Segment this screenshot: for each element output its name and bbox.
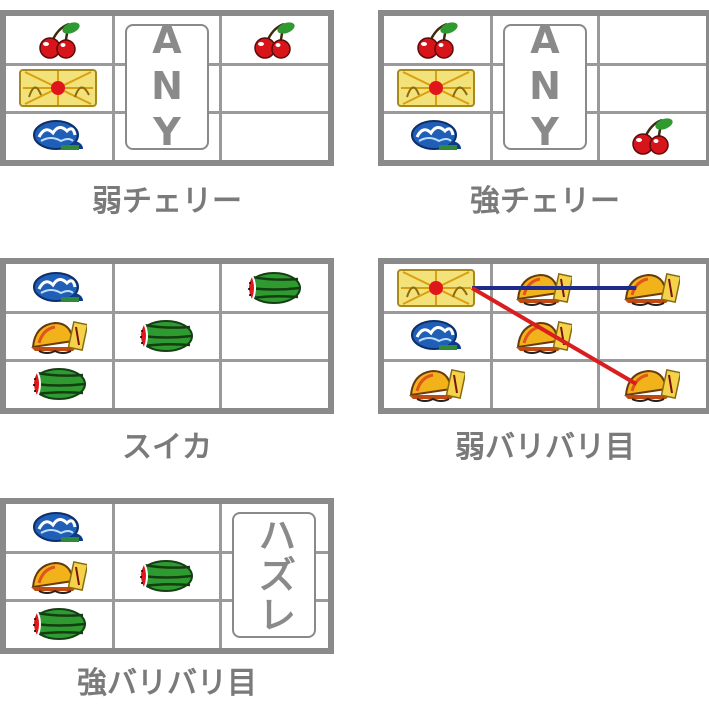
cherry-icon <box>599 112 703 160</box>
wave-icon <box>384 312 488 360</box>
watermelon-icon <box>221 264 325 312</box>
row-divider <box>6 598 328 602</box>
helmet-icon <box>599 264 703 312</box>
reel-grid: ANY <box>0 10 334 166</box>
reel-grid <box>0 258 334 414</box>
helmet-icon <box>6 312 110 360</box>
panel-label: 強バリバリ目 <box>77 666 257 701</box>
reel-tag-text: ANY <box>144 18 189 156</box>
helmet-icon <box>599 360 703 408</box>
row-divider <box>6 358 328 362</box>
wave-icon <box>384 112 488 160</box>
reel-tag: ANY <box>124 18 209 156</box>
panel-label: スイカ <box>122 430 212 465</box>
watermelon-icon <box>6 360 110 408</box>
wave-icon <box>6 504 110 552</box>
reel-divider <box>597 16 601 160</box>
watermelon-icon <box>113 552 217 600</box>
reel-divider <box>219 16 223 160</box>
helmet-icon <box>6 552 110 600</box>
panel-strong-baribari: ハズレ 強バリバリ目 <box>0 498 334 701</box>
reel-grid: ハズレ <box>0 498 334 654</box>
reel-divider <box>219 264 223 408</box>
reel-grid <box>378 258 709 414</box>
panel-label: 弱チェリー <box>92 184 242 219</box>
reel-tag-text: ハズレ <box>251 515 296 635</box>
reel-divider <box>489 16 493 160</box>
rising-sun-icon <box>384 64 488 112</box>
wave-icon <box>6 264 110 312</box>
reel-tag-text: ANY <box>522 18 567 156</box>
reel-divider <box>219 504 223 648</box>
row-divider <box>6 310 328 314</box>
panel-weak-cherry: ANY 弱チェリー <box>0 10 334 219</box>
reel-tag: ハズレ <box>232 512 317 638</box>
watermelon-icon <box>6 600 110 648</box>
panel-strong-cherry: ANY 強チェリー <box>378 10 709 219</box>
reel-divider <box>111 504 115 648</box>
reel-tag: ANY <box>502 18 587 156</box>
helmet-icon <box>491 312 595 360</box>
helmet-icon <box>384 360 488 408</box>
panel-label: 弱バリバリ目 <box>455 430 635 465</box>
panel-label: 強チェリー <box>470 184 620 219</box>
reel-grid: ANY <box>378 10 709 166</box>
rising-sun-icon <box>6 64 110 112</box>
cherry-icon <box>384 16 488 64</box>
cherry-icon <box>6 16 110 64</box>
reel-divider <box>111 16 115 160</box>
wave-icon <box>6 112 110 160</box>
helmet-icon <box>491 264 595 312</box>
cherry-icon <box>221 16 325 64</box>
reel-divider <box>111 264 115 408</box>
panel-watermelon: スイカ <box>0 258 334 465</box>
watermelon-icon <box>113 312 217 360</box>
panel-weak-baribari: 弱バリバリ目 <box>378 258 709 465</box>
rising-sun-icon <box>384 264 488 312</box>
row-divider <box>6 550 328 554</box>
